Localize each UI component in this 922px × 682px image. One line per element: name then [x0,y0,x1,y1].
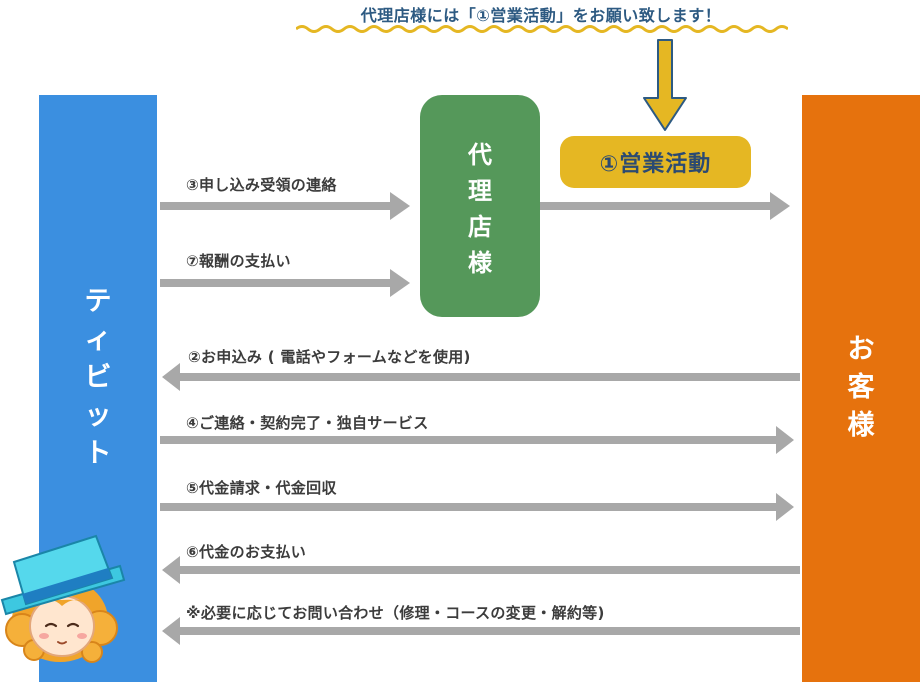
arrow-tibit-to-agent-3 [160,192,410,220]
arrow-customer-to-tibit-note [162,617,800,645]
flow-label-4: ④ご連絡・契約完了・独自サービス [186,414,429,432]
wavy-underline [296,25,788,33]
arrow-tibit-to-customer-4 [160,426,794,454]
tibit-label: ティビット [84,286,112,469]
flow-label-3: ③申し込み受領の連絡 [186,176,337,194]
arrow-tibit-to-customer-5 [160,493,794,521]
arrow-customer-to-tibit-2 [162,363,800,391]
flow-label-5: ⑤代金請求・代金回収 [186,479,337,497]
flow-label-6: ⑥代金のお支払い [186,543,307,561]
agent-label: 代理店様 [468,141,492,277]
customer-label: お客様 [847,334,875,441]
flow-label-7: ⑦報酬の支払い [186,252,291,270]
arrow-tibit-to-agent-7 [160,269,410,297]
agent-box: 代理店様 [420,95,540,317]
flow-label-note: ※必要に応じてお問い合わせ（修理・コースの変更・解約等) [186,604,605,622]
sales-activity-pill: ①営業活動 [560,136,751,188]
mascot-character-icon [0,534,126,663]
arrow-agent-to-customer [540,192,790,220]
flow-label-2: ②お申込み ( 電話やフォームなどを使用) [188,348,471,366]
banner-text: 代理店様には「①営業活動」をお願い致します！ [360,6,722,25]
down-arrow-icon [643,39,687,131]
arrow-customer-to-tibit-6 [162,556,800,584]
customer-column: お客様 [802,95,920,682]
